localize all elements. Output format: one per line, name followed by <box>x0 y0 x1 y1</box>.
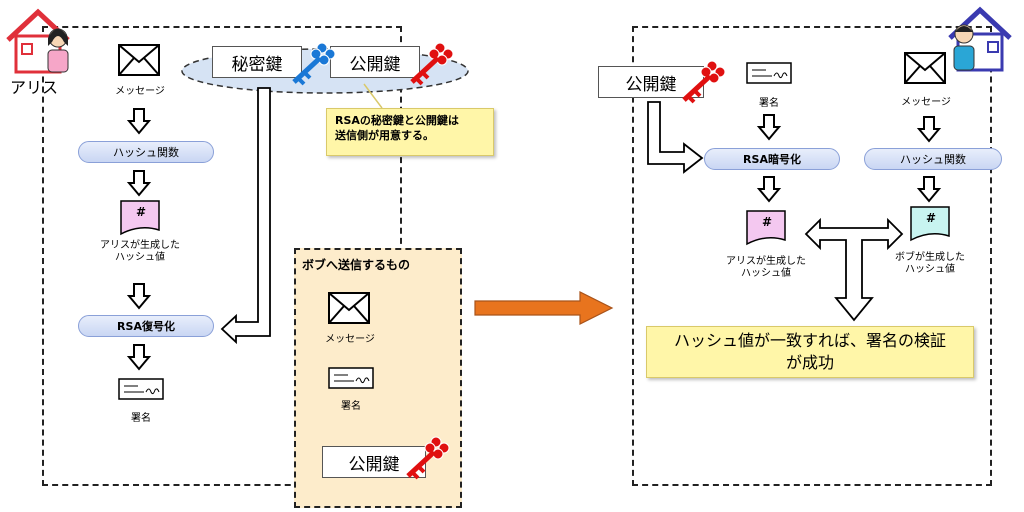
private-key-label: 秘密鍵 <box>212 46 302 78</box>
bob-hash-label: ボブが生成した ハッシュ値 <box>895 252 965 275</box>
bob-message-label: メッセージ <box>901 97 951 108</box>
bob-hash-mark: # <box>926 211 937 225</box>
public-key-icon <box>410 42 454 86</box>
send-signature-label: 署名 <box>341 401 361 412</box>
public-key-flow-arrow <box>647 101 704 174</box>
message-envelope-icon <box>328 292 370 324</box>
alice-hash-doc-icon <box>120 200 160 236</box>
alice-house-icon <box>6 8 70 74</box>
alice-signature-label: 署名 <box>131 413 151 424</box>
down-arrow-icon <box>126 170 152 197</box>
alice-hash-value-label: アリスが生成した ハッシュ値 <box>100 240 180 263</box>
public-key-label: 公開鍵 <box>330 46 420 78</box>
bob-alice-hash-label: アリスが生成した ハッシュ値 <box>726 256 806 279</box>
bob-public-key-label: 公開鍵 <box>598 66 704 98</box>
message-envelope-icon <box>904 52 946 84</box>
private-key-icon <box>292 42 336 86</box>
signature-icon <box>118 378 164 400</box>
alice-name: アリス <box>10 78 59 97</box>
alice-rsa-decrypt: RSA復号化 <box>78 315 214 337</box>
down-arrow-icon <box>756 114 782 141</box>
public-key-icon <box>682 60 726 104</box>
bob-hash-doc-icon <box>910 206 950 242</box>
alice-message-label: メッセージ <box>115 86 165 97</box>
down-arrow-icon <box>916 116 942 143</box>
down-arrow-icon <box>126 108 152 135</box>
verification-result: ハッシュ値が一致すれば、署名の検証 が成功 <box>646 326 974 378</box>
bob-signature-label: 署名 <box>759 98 779 109</box>
key-note: RSAの秘密鍵と公開鍵は 送信側が用意する。 <box>326 108 494 156</box>
down-arrow-icon <box>126 283 152 310</box>
bob-alice-hash-mark: # <box>762 215 773 229</box>
bob-rsa-encrypt: RSA暗号化 <box>704 148 840 170</box>
down-arrow-icon <box>916 176 942 203</box>
send-box-title: ボブへ送信するもの <box>302 258 411 272</box>
alice-hash-doc-icon <box>746 210 786 246</box>
alice-hash-mark: # <box>136 205 147 219</box>
bob-house-icon <box>948 6 1012 72</box>
bob-hash-function: ハッシュ関数 <box>864 148 1002 170</box>
down-arrow-icon <box>126 344 152 371</box>
signature-icon <box>328 367 374 389</box>
note-pointer <box>363 83 383 109</box>
alice-hash-function: ハッシュ関数 <box>78 141 214 163</box>
private-key-flow-arrow <box>220 87 271 345</box>
message-envelope-icon <box>118 44 160 76</box>
down-arrow-icon <box>756 176 782 203</box>
send-arrow <box>474 291 614 325</box>
send-message-label: メッセージ <box>325 334 375 345</box>
public-key-icon <box>406 436 450 480</box>
signature-icon <box>746 62 792 84</box>
compare-arrow <box>804 217 904 322</box>
bob-panel <box>632 26 992 486</box>
